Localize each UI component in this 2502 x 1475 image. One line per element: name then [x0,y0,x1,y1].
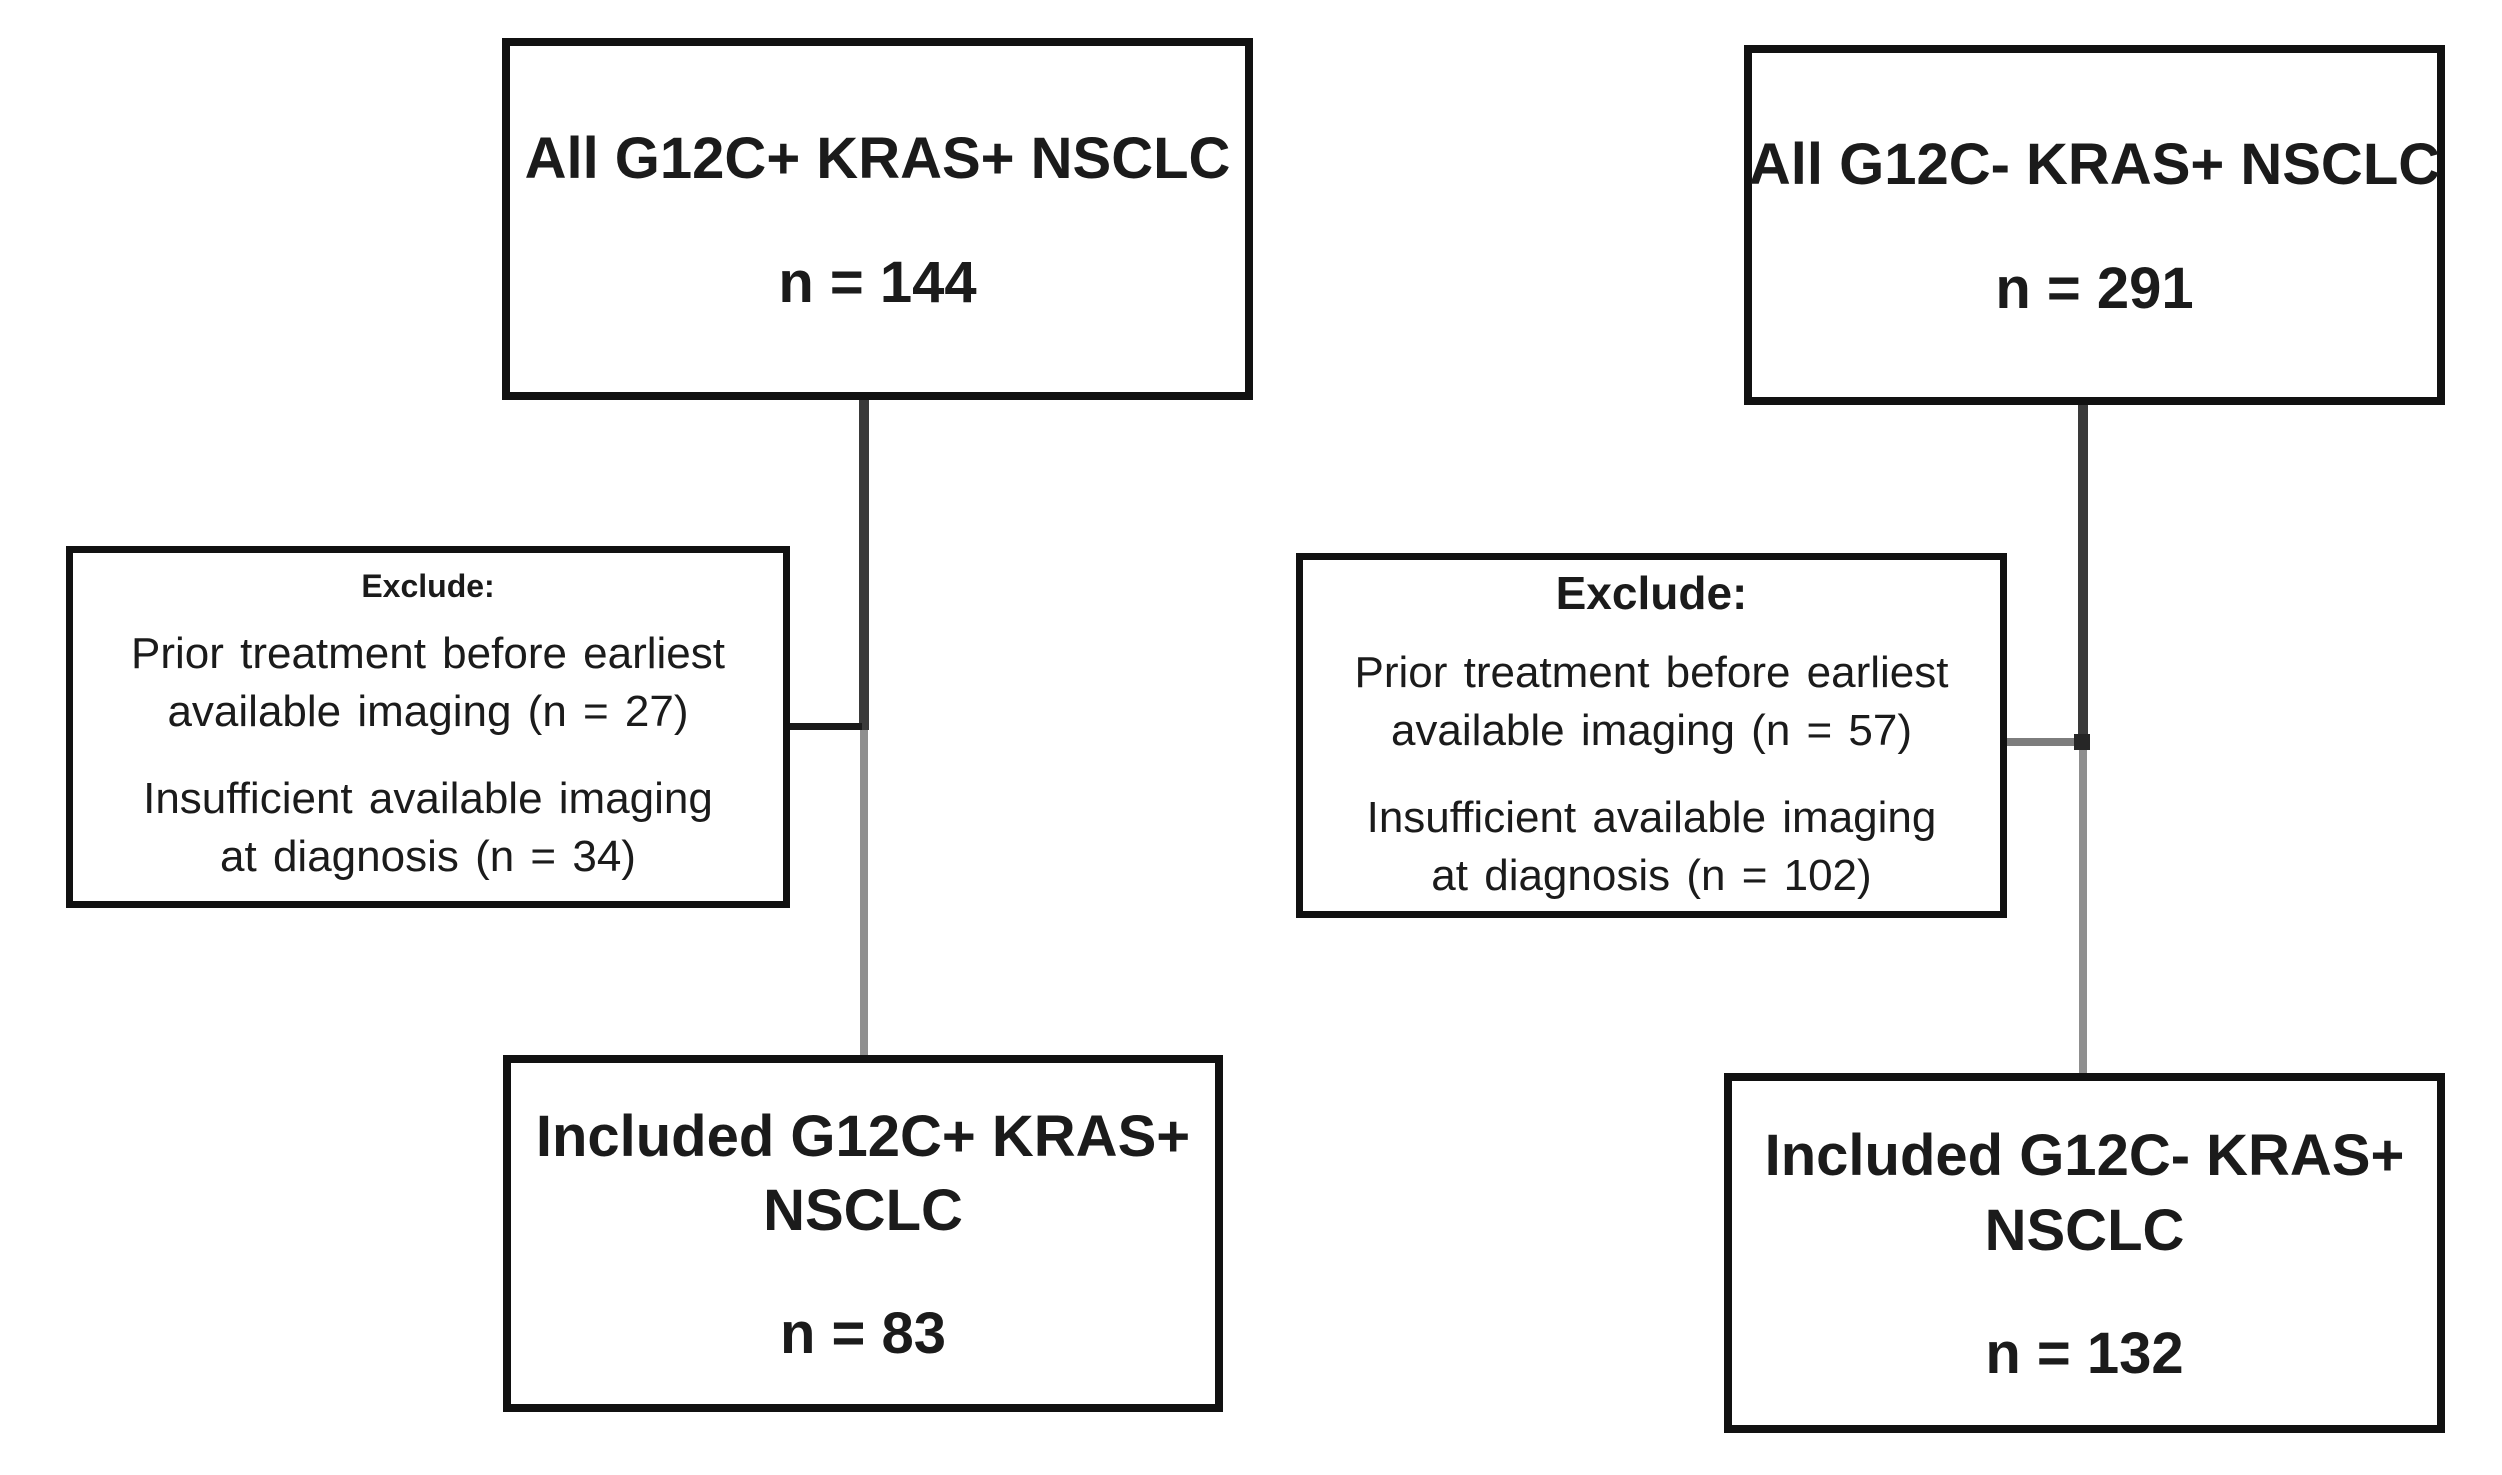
included-box-g12c-positive: Included G12C+ KRAS+ NSCLC n = 83 [503,1055,1223,1412]
exclude-item-prior-treatment: Prior treatment before earliest availabl… [1354,644,1948,760]
exclude-item-line: at diagnosis (n = 102) [1431,850,1872,900]
exclude-title: Exclude: [361,568,495,605]
included-box-label-line1: Included G12C- KRAS+ [1764,1123,2405,1189]
exclude-item-line: available imaging (n = 57) [1390,706,1913,756]
top-box-g12c-negative: All G12C- KRAS+ NSCLC n = 291 [1744,45,2445,405]
exclude-box-g12c-negative: Exclude: Prior treatment before earliest… [1296,553,2007,918]
exclude-item-line: available imaging (n = 27) [167,687,689,737]
included-box-count: n = 83 [779,1301,947,1367]
connector-exclude-to-main-right [2005,738,2081,746]
top-box-g12c-positive: All G12C+ KRAS+ NSCLC n = 144 [502,38,1253,400]
connector-junction-to-included-left [860,730,868,1055]
top-box-count: n = 144 [778,249,977,315]
top-box-label: All G12C+ KRAS+ NSCLC [524,126,1231,192]
connector-junction-node-right [2074,734,2090,750]
included-box-count: n = 132 [1985,1320,2184,1386]
top-box-count: n = 291 [1995,255,2194,321]
included-box-label-line1: Included G12C+ KRAS+ [535,1103,1191,1169]
exclude-item-prior-treatment: Prior treatment before earliest availabl… [131,625,725,741]
included-box-g12c-negative: Included G12C- KRAS+ NSCLC n = 132 [1724,1073,2445,1433]
top-box-label: All G12C- KRAS+ NSCLC [1748,132,2441,198]
exclude-title: Exclude: [1555,567,1748,620]
exclude-item-insufficient-imaging: Insufficient available imaging at diagno… [143,770,713,886]
included-box-label-line2: NSCLC [1984,1197,2185,1263]
included-box-label-line2: NSCLC [763,1178,963,1243]
exclude-item-insufficient-imaging: Insufficient available imaging at diagno… [1367,789,1937,905]
connector-junction-to-included-right [2079,745,2087,1073]
exclude-item-line: Prior treatment before earliest [130,629,726,679]
exclude-item-line: Insufficient available imaging [1366,792,1937,842]
connector-top-to-junction-right [2078,403,2088,745]
exclude-item-line: Insufficient available imaging [143,773,713,823]
connector-top-to-junction-left [859,398,869,730]
exclude-item-line: at diagnosis (n = 34) [220,831,636,881]
exclude-item-line: Prior treatment before earliest [1354,648,1949,698]
connector-exclude-to-main-left [788,723,862,730]
exclude-box-g12c-positive: Exclude: Prior treatment before earliest… [66,546,790,908]
